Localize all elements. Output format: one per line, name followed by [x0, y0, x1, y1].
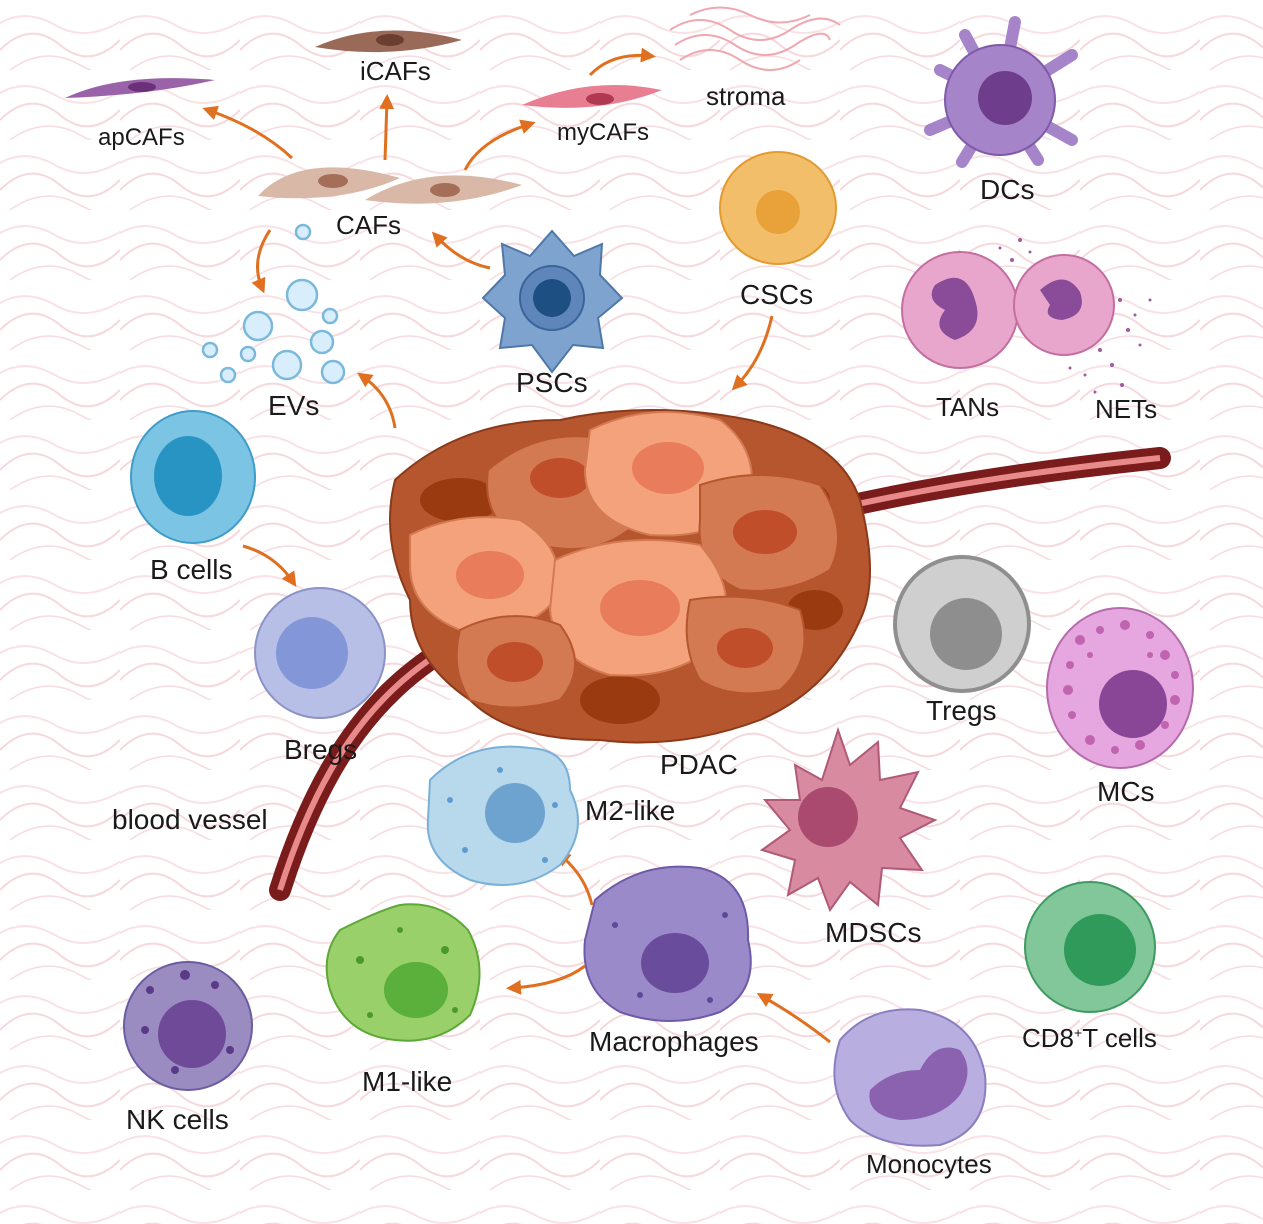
mc-cell: [1046, 607, 1194, 769]
evs-vesicles: [201, 223, 346, 385]
label-pscs: PSCs: [516, 367, 588, 398]
dcs-cell: [924, 16, 1078, 168]
cd8-t-cell: [1024, 881, 1156, 1013]
arrow-mycafs-to-stroma: [588, 47, 656, 77]
pscs-cell: [481, 229, 624, 374]
arrow-macrophages-to-m1: [506, 964, 586, 995]
label-cafs: CAFs: [336, 210, 401, 240]
apcafs-cell: [65, 78, 215, 98]
label-nets: NETs: [1095, 394, 1158, 424]
arrow-bcells-to-bregs: [242, 544, 297, 587]
cafs-cells: [258, 167, 522, 204]
label-icafs: iCAFs: [360, 56, 431, 86]
label-m1-like: M1-like: [362, 1066, 453, 1097]
arrow-cafs-to-apcafs: [202, 105, 294, 160]
b-cell: [130, 410, 256, 544]
nets-particles: [998, 238, 1152, 394]
label-blood-vessel: blood vessel: [112, 804, 268, 835]
label-tregs: Tregs: [926, 695, 997, 726]
cd8-prefix: CD8: [1022, 1023, 1075, 1053]
label-bregs: Bregs: [284, 734, 358, 765]
cscs-cell: [719, 151, 837, 265]
arrow-cscs-to-pdac: [731, 315, 774, 391]
arrow-cafs-to-mycafs: [463, 119, 536, 171]
label-mycafs: myCAFs: [557, 119, 649, 146]
label-cscs: CSCs: [740, 279, 814, 310]
m2-like-cell: [426, 745, 579, 886]
label-monocytes: Monocytes: [866, 1149, 992, 1179]
cd8-superscript: +: [1074, 1024, 1083, 1041]
arrow-cafs-to-icafs: [379, 94, 395, 161]
label-b-cells: B cells: [150, 554, 233, 585]
label-evs: EVs: [268, 390, 320, 421]
label-dcs: DCs: [980, 174, 1035, 205]
arrow-monocytes-to-macrophages: [756, 992, 831, 1044]
breg-cell: [254, 587, 386, 719]
arrow-pscs-to-cafs: [431, 231, 491, 270]
arrow-pdac-to-evs: [357, 372, 397, 429]
stroma-mesh: [669, 6, 841, 71]
label-macrophages: Macrophages: [589, 1026, 759, 1057]
arrows: [202, 47, 831, 1044]
label-stroma: stroma: [706, 81, 786, 111]
arrow-cafs-to-evs: [251, 229, 272, 294]
label-nk-cells: NK cells: [126, 1104, 229, 1135]
treg-cell: [893, 555, 1031, 693]
mdscs-cell: [759, 726, 938, 913]
tans-cells: [901, 251, 1115, 369]
monocyte-cell: [833, 1008, 987, 1147]
label-apcafs: apCAFs: [98, 124, 185, 151]
cd8-suffix: T cells: [1082, 1023, 1157, 1053]
m1-like-cell: [325, 903, 481, 1042]
label-tans: TANs: [936, 392, 1000, 422]
nk-cell: [123, 961, 253, 1091]
label-mdscs: MDSCs: [825, 917, 922, 948]
label-mcs: MCs: [1097, 776, 1155, 807]
mycafs-cell: [522, 85, 662, 108]
label-pdac: PDAC: [660, 749, 738, 780]
label-m2-like: M2-like: [585, 795, 676, 826]
macrophage-cell: [583, 865, 752, 1022]
icafs-cell: [315, 30, 462, 53]
label-cd8-t-cells: CD8+T cells: [1022, 1025, 1157, 1051]
pdac-tumor: [389, 409, 871, 744]
